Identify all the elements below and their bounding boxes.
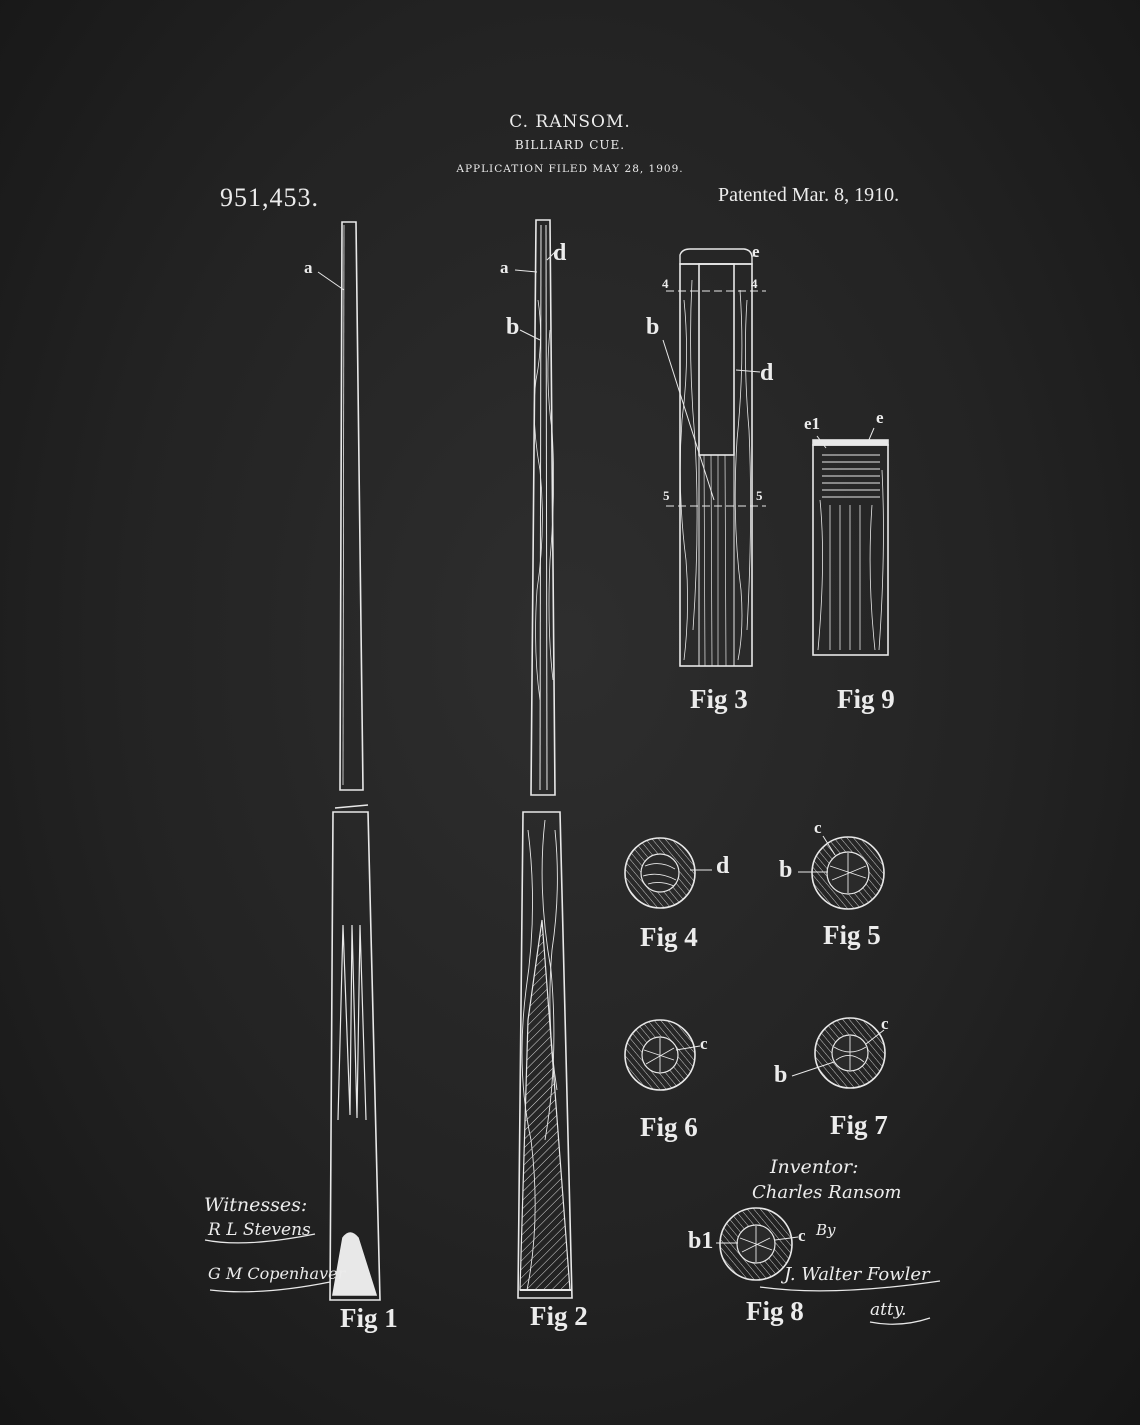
fig2-hatched-wedge bbox=[519, 919, 571, 1291]
witnesses-label: Witnesses: bbox=[204, 1194, 308, 1216]
application-filed: APPLICATION FILED MAY 28, 1909. bbox=[456, 163, 684, 175]
fig7-label-c: c bbox=[881, 1014, 889, 1033]
fig3-label-d: d bbox=[760, 360, 774, 386]
fig2-caption: Fig 2 bbox=[530, 1301, 588, 1331]
fig3-label-4-right: 4 bbox=[751, 276, 758, 291]
fig1-caption: Fig 1 bbox=[340, 1303, 398, 1333]
atty-label: atty. bbox=[870, 1300, 907, 1320]
fig7-caption: Fig 7 bbox=[830, 1110, 888, 1140]
patent-number: 951,453. bbox=[220, 183, 319, 212]
witness-2-signature: G M Copenhaver bbox=[208, 1264, 346, 1283]
fig3-section bbox=[662, 248, 766, 667]
by-label: By bbox=[816, 1221, 836, 1239]
fig9-label-e: e bbox=[876, 408, 884, 427]
attorney-signature: J. Walter Fowler bbox=[784, 1264, 930, 1285]
fig2-label-a: a bbox=[500, 258, 509, 277]
fig4-circle bbox=[624, 837, 712, 909]
fig1-butt-cap bbox=[332, 1232, 378, 1296]
fig9-label-e1: e1 bbox=[804, 414, 821, 433]
fig9-caption: Fig 9 bbox=[837, 684, 895, 714]
fig1-shaft bbox=[339, 221, 364, 791]
inventor-signature: Charles Ransom bbox=[752, 1182, 902, 1203]
fig3-label-5-left: 5 bbox=[663, 488, 670, 503]
witness-1-signature: R L Stevens bbox=[208, 1220, 311, 1240]
fig5-caption: Fig 5 bbox=[823, 920, 881, 950]
fig2-label-b: b bbox=[506, 314, 520, 340]
fig2-butt bbox=[517, 811, 573, 1299]
fig3-caption: Fig 3 bbox=[690, 684, 748, 714]
fig3-label-4-left: 4 bbox=[662, 276, 669, 291]
fig8-caption: Fig 8 bbox=[746, 1296, 804, 1326]
fig2-cue bbox=[514, 219, 573, 1299]
signature-flourishes bbox=[204, 1233, 941, 1325]
fig8-label-c: c bbox=[798, 1226, 806, 1245]
fig4-caption: Fig 4 bbox=[640, 922, 698, 952]
fig6-caption: Fig 6 bbox=[640, 1112, 698, 1142]
fig3-core bbox=[698, 263, 735, 456]
fig1-joint bbox=[334, 804, 369, 809]
fig5-label-c: c bbox=[814, 818, 822, 837]
inventor-name-header: C. RANSOM. bbox=[509, 112, 631, 132]
fig1-cue bbox=[317, 221, 381, 1301]
fig5-label-b: b bbox=[779, 857, 793, 883]
patented-date: Patented Mar. 8, 1910. bbox=[718, 184, 900, 206]
fig3-label-b: b bbox=[646, 314, 660, 340]
fig6-circle bbox=[624, 1019, 701, 1091]
fig1-label-a: a bbox=[304, 258, 313, 277]
patent-title: BILLIARD CUE. bbox=[514, 138, 626, 152]
fig9-threads bbox=[822, 454, 880, 498]
fig8-circle bbox=[716, 1207, 799, 1281]
fig1-butt bbox=[329, 811, 381, 1301]
fig9-outline bbox=[812, 444, 889, 656]
fig2-label-d: d bbox=[553, 240, 567, 266]
fig7-circle bbox=[791, 1017, 886, 1089]
fig3-label-5-right: 5 bbox=[756, 488, 763, 503]
fig3-ferrule-cap bbox=[679, 248, 753, 265]
fig8-label-b1: b1 bbox=[688, 1228, 714, 1254]
fig9-section bbox=[812, 427, 889, 656]
fig4-label-d: d bbox=[716, 853, 730, 879]
fig7-label-b: b bbox=[774, 1062, 788, 1088]
fig1-inlay-points bbox=[337, 924, 367, 1121]
fig2-shaft bbox=[530, 219, 556, 796]
fig3-label-e: e bbox=[752, 242, 760, 261]
fig5-circle bbox=[798, 835, 885, 910]
inventor-label: Inventor: bbox=[770, 1156, 859, 1178]
fig6-label-c: c bbox=[700, 1034, 708, 1053]
